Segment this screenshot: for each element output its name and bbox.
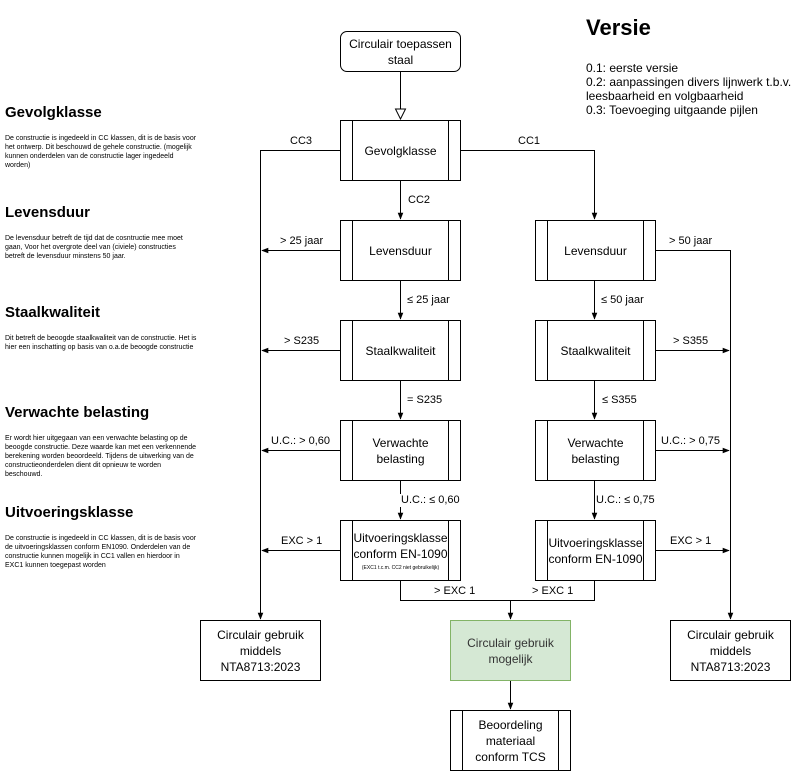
edge-cc1: [460, 150, 598, 220]
sidebar-title-uitvoeringsklasse: Uitvoeringsklasse: [5, 504, 134, 521]
sidebar-desc-gevolgklasse: De constructie is ingedeeld in CC klasse…: [5, 135, 197, 169]
sidebar-title-staalkwaliteit: Staalkwaliteit: [5, 304, 101, 321]
sidebar-desc-staalkwaliteit: Dit betreft de beoogde staalkwaliteit va…: [5, 335, 197, 351]
edge-label-uc-le060: U.C.: ≤ 0,60: [400, 494, 461, 507]
versie-line: 0.3: Toevoeging uitgaande pijlen: [586, 103, 758, 117]
node-levensduur-right[interactable]: Levensduur: [535, 220, 656, 281]
edge-label-cc1: CC1: [517, 135, 542, 148]
edge-label-exc1-right: > EXC 1: [531, 585, 575, 598]
uitvoering-left-note: (EXC1 t.c.m. CC2 niet gebruikelijk): [361, 564, 440, 571]
edge-label-uc-le075: U.C.: ≤ 0,75: [595, 494, 656, 507]
edge-label-uc-gt075: U.C.: > 0,75: [660, 435, 722, 448]
node-staalkwaliteit-right[interactable]: Staalkwaliteit: [535, 320, 656, 381]
sidebar-desc-belasting: Er wordt hier uitgegaan van een verwacht…: [5, 435, 197, 478]
sidebar-title-belasting: Verwachte belasting: [5, 404, 150, 421]
edge-label-gt25: > 25 jaar: [279, 235, 325, 248]
edge-label-leS355: ≤ S355: [601, 394, 638, 407]
versie-title: Versie: [586, 15, 651, 40]
edge-label-exc1-left: > EXC 1: [433, 585, 477, 598]
sidebar-desc-levensduur: De levensduur betreft de tijd dat de cos…: [5, 235, 183, 260]
edge-label-gt50: > 50 jaar: [668, 235, 714, 248]
edge-label-cc3: CC3: [289, 135, 314, 148]
versie-line: 0.2: aanpassingen divers lijnwerk t.b.v.: [586, 75, 792, 89]
edge-label-exc-gt1-right: EXC > 1: [669, 535, 713, 548]
edge-label-exc-gt1-left: EXC > 1: [280, 535, 324, 548]
versie-line: leesbaarheid en volgbaarheid: [586, 89, 744, 103]
node-staalkwaliteit-left[interactable]: Staalkwaliteit: [340, 320, 461, 381]
sidebar-title-levensduur: Levensduur: [5, 204, 91, 221]
sidebar-title-gevolgklasse: Gevolgklasse: [5, 104, 102, 121]
edge-label-uc-gt060: U.C.: > 0,60: [270, 435, 332, 448]
edge-gt50: [655, 250, 734, 620]
versie-line: 0.1: eerste versie: [586, 61, 679, 75]
edge-cc3: [257, 150, 340, 620]
edge-label-le25: ≤ 25 jaar: [406, 294, 451, 307]
edge-label-gtS235: > S235: [283, 335, 321, 348]
edge-label-le50: ≤ 50 jaar: [600, 294, 645, 307]
node-levensduur-left[interactable]: Levensduur: [340, 220, 461, 281]
sidebar-desc-uitvoeringsklasse: De constructie is ingedeeld in CC klasse…: [5, 535, 197, 569]
edge-label-gtS355: > S355: [672, 335, 710, 348]
edge-exc1-right: [510, 581, 595, 601]
edge-label-cc2: CC2: [407, 194, 432, 207]
edge-exc1-left: [400, 581, 514, 620]
edge-label-eqS235: = S235: [406, 394, 444, 407]
node-gevolgklasse[interactable]: Gevolgklasse: [340, 120, 461, 181]
